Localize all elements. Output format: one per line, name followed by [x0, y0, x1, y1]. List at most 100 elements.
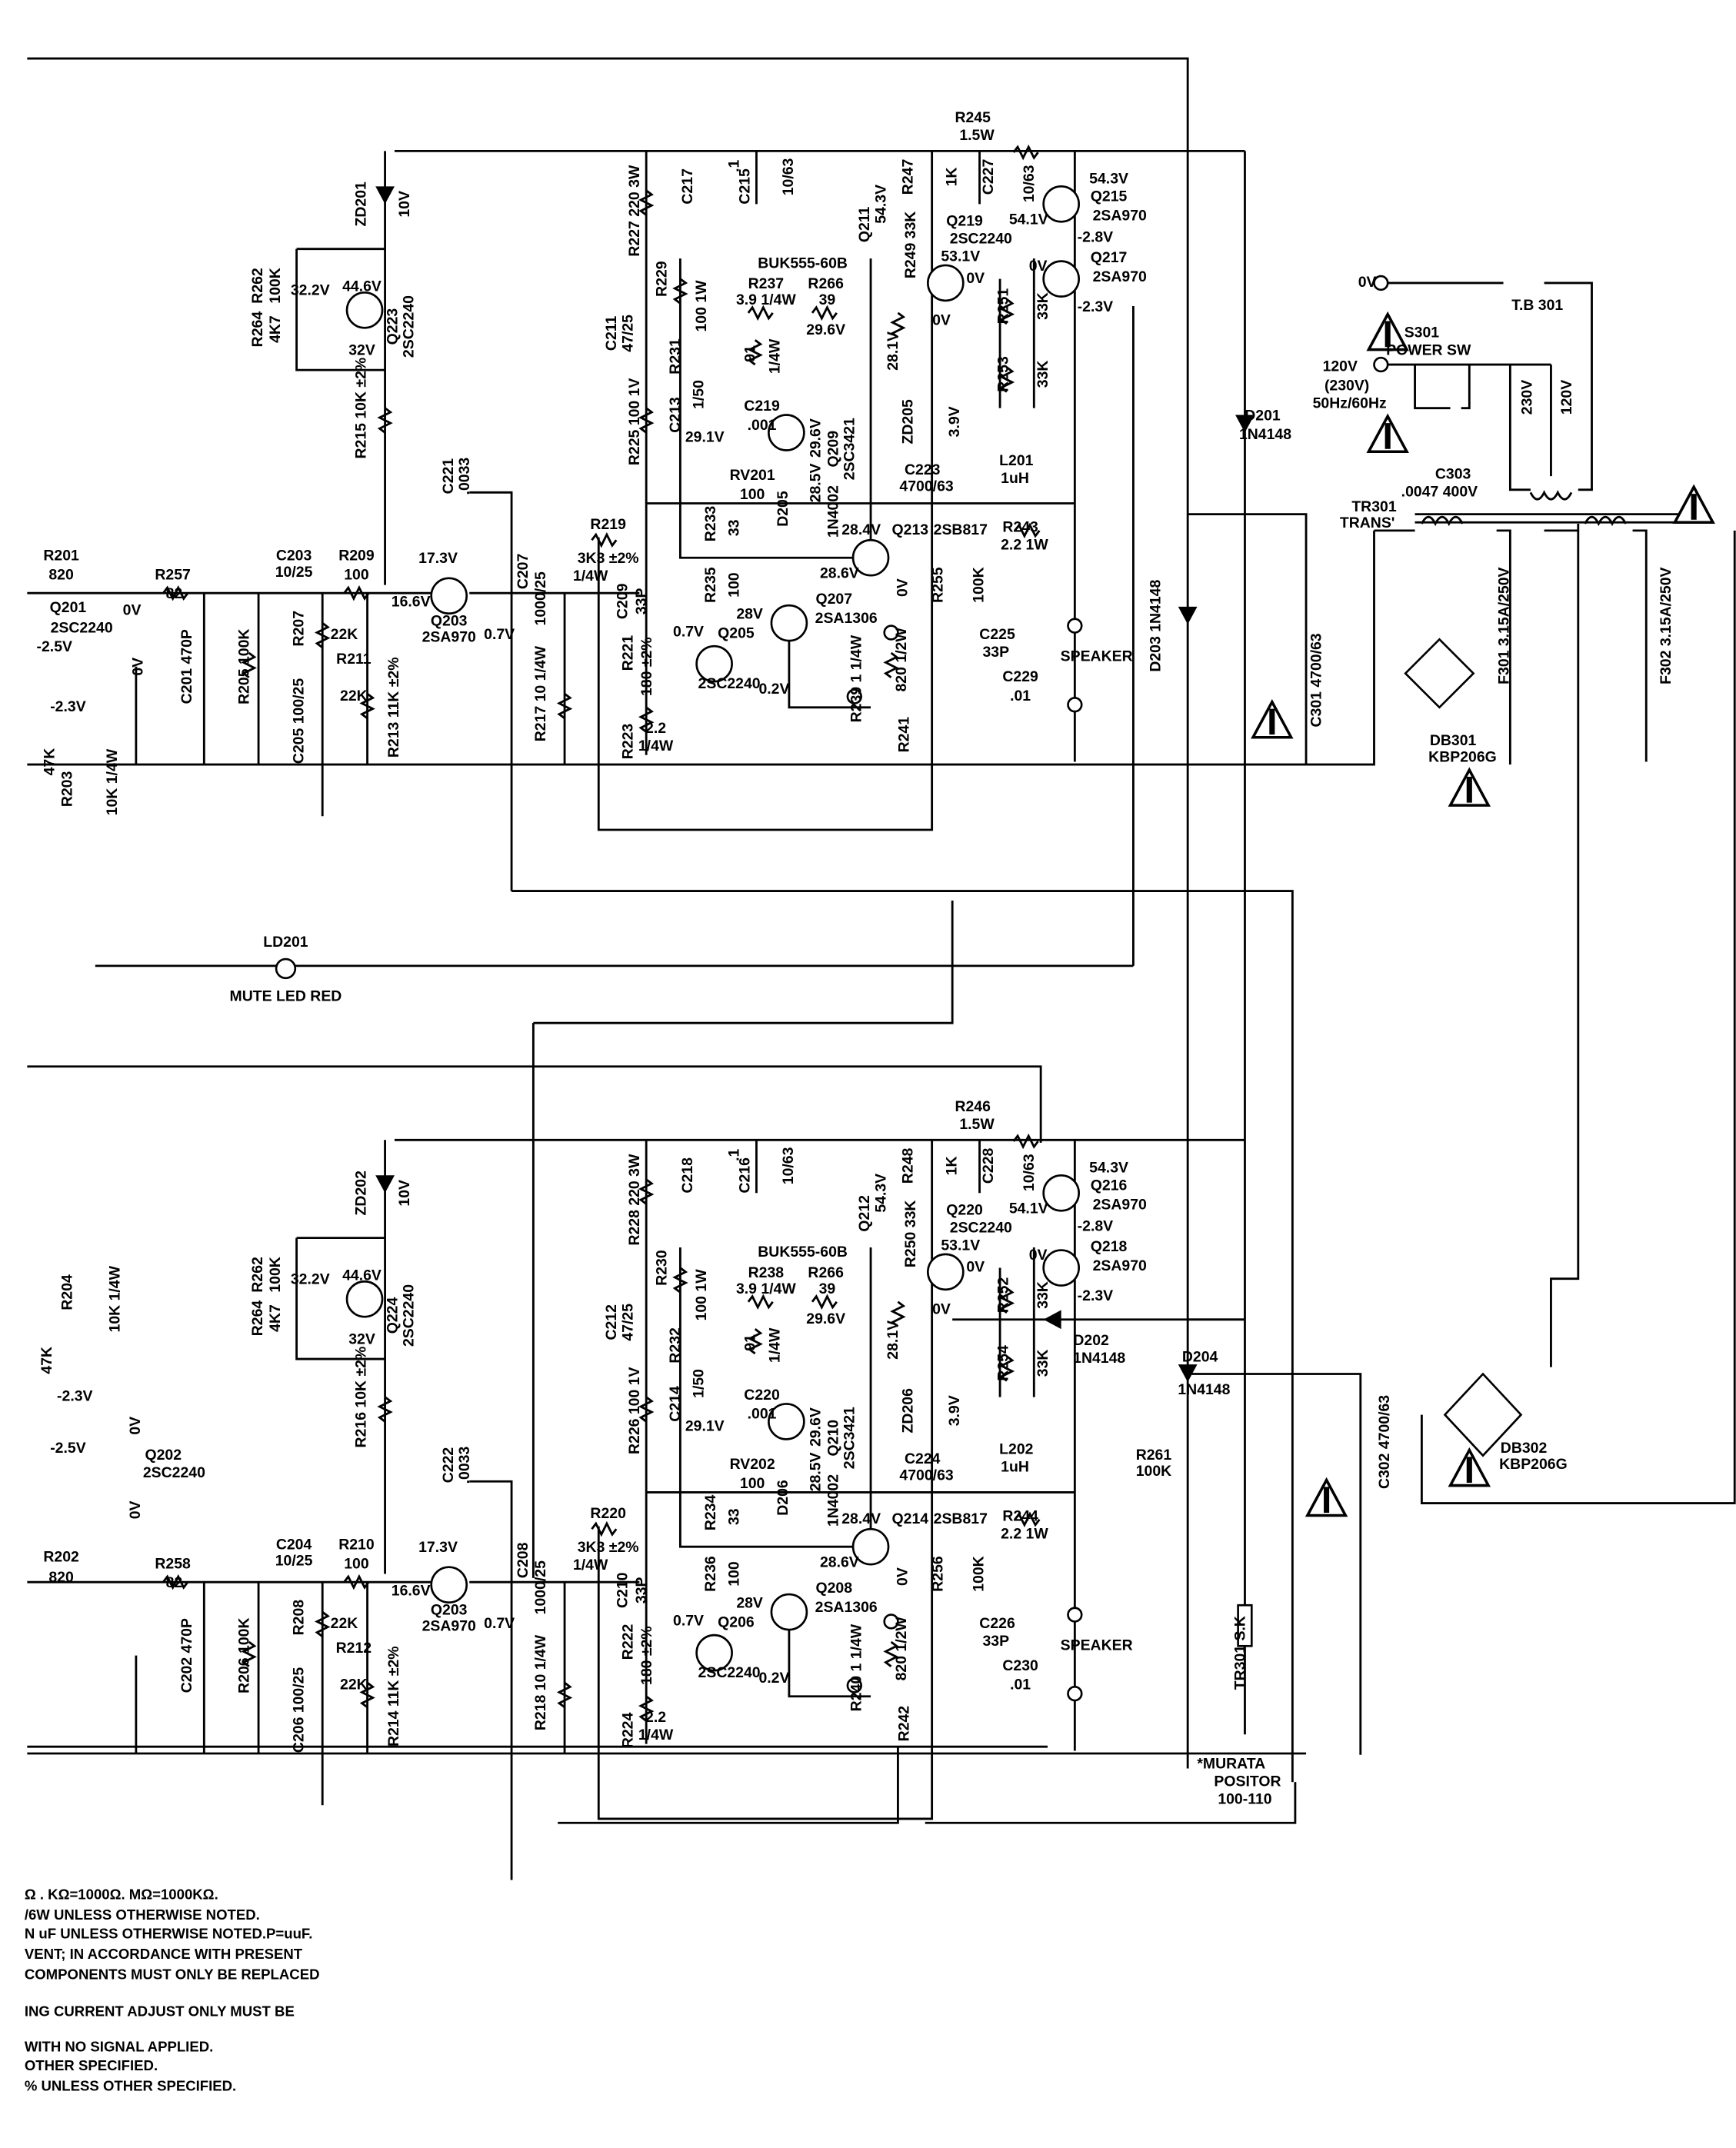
wire	[295, 1237, 385, 1360]
component-label: R202	[43, 1548, 79, 1565]
component-label: 4700/63	[899, 478, 953, 495]
transistor-symbol	[345, 1280, 384, 1318]
zener-diode-icon	[375, 1175, 395, 1194]
component-label: 28.4V	[841, 521, 881, 538]
component-label: 33	[725, 1508, 742, 1525]
component-label: C209	[614, 583, 631, 619]
component-label: R201	[43, 548, 79, 564]
component-label: 0.7V	[673, 1613, 704, 1630]
component-label: 1/4W	[638, 738, 674, 754]
component-label: S301	[1404, 325, 1440, 341]
component-label: Q212	[856, 1195, 873, 1232]
component-label: C230	[1002, 1657, 1038, 1674]
component-label: 28V	[736, 606, 763, 623]
component-label: 22K	[340, 1677, 368, 1693]
transistor-symbol	[695, 644, 733, 683]
component-label: 29.6V	[806, 1310, 845, 1327]
wire	[678, 1247, 871, 1548]
component-label: R223	[619, 724, 636, 760]
resistor-symbol	[377, 1396, 393, 1423]
component-label: -2.5V	[50, 1440, 85, 1457]
resistor-symbol	[638, 1695, 655, 1722]
note-line: ING CURRENT ADJUST ONLY MUST BE	[25, 2003, 295, 2019]
component-label: 33P	[633, 588, 650, 615]
component-label: R212	[336, 1640, 372, 1657]
component-label: C212	[603, 1304, 620, 1340]
component-label: 820	[48, 566, 74, 583]
component-label: Q208	[815, 1580, 852, 1597]
component-label: 53.1V	[941, 1237, 980, 1254]
component-label: Q203	[431, 613, 468, 630]
component-label: 820	[48, 1569, 74, 1586]
resistor-symbol	[672, 278, 688, 305]
component-label: 100	[740, 1475, 765, 1492]
resistor-symbol	[890, 311, 906, 338]
transistor-symbol	[768, 414, 805, 451]
component-label: R206 100K	[236, 1617, 253, 1693]
component-label: 1/4W	[573, 568, 608, 584]
component-label: 100	[740, 486, 765, 503]
resistor-symbol	[377, 407, 393, 434]
component-label: R225 100 1V	[626, 378, 643, 466]
transistor-symbol	[345, 291, 384, 329]
component-label: -2.3V	[50, 698, 85, 715]
component-label: R232	[667, 1327, 684, 1364]
component-label: 4K7	[267, 315, 284, 343]
component-label: 1uH	[1001, 470, 1029, 487]
component-label: 29.6V	[807, 1407, 824, 1447]
component-label: C219	[744, 398, 780, 415]
component-label: LD201	[263, 934, 308, 951]
component-label: 29.1V	[685, 429, 725, 446]
component-label: 47K	[42, 748, 58, 776]
component-label: C302 4700/63	[1376, 1395, 1393, 1489]
terminal	[1067, 1607, 1083, 1623]
component-label: 0.7V	[673, 624, 704, 641]
channel-top-wiring	[27, 144, 1307, 891]
resistor-symbol	[1014, 1511, 1041, 1528]
component-label: R211	[336, 651, 372, 668]
component-label: C303	[1435, 465, 1471, 482]
resistor-symbol	[638, 706, 655, 733]
note-line: N uF UNLESS OTHERWISE NOTED.P=uuF.	[25, 1926, 313, 1942]
component-label: C218	[679, 1157, 696, 1194]
component-label: R244	[1002, 1507, 1038, 1524]
resistor-symbol	[359, 692, 375, 720]
component-label: 3.9 1/4W	[736, 291, 796, 308]
component-label: SPEAKER	[1061, 1637, 1133, 1653]
component-label: ZD202	[353, 1171, 370, 1216]
component-label: 1/50	[690, 380, 707, 409]
component-label: 17.3V	[418, 550, 458, 567]
component-label: Q223	[384, 308, 401, 345]
component-label: R258	[155, 1555, 191, 1572]
component-label: 2SC2240	[698, 1664, 761, 1681]
resistor-symbol	[1014, 522, 1041, 539]
resistor-symbol	[162, 1574, 189, 1590]
resistor-symbol	[747, 1328, 763, 1355]
component-label: C220	[744, 1387, 780, 1404]
component-label: R249 33K	[902, 211, 919, 279]
component-label: C211	[603, 316, 620, 351]
resistor-symbol	[314, 622, 331, 649]
component-label: 100 1W	[693, 280, 710, 332]
component-label: 32.2V	[291, 282, 330, 299]
component-label: 39	[819, 1280, 836, 1297]
component-label: 0V	[130, 658, 147, 676]
resistor-symbol	[890, 1300, 906, 1327]
component-label: 2SC2240	[950, 230, 1012, 247]
component-label: R233	[702, 506, 719, 542]
component-label: C210	[614, 1572, 631, 1608]
component-label: .1	[725, 1148, 742, 1161]
terminal	[883, 1613, 899, 1630]
component-label: R255	[930, 567, 947, 603]
transistor-symbol	[770, 604, 808, 642]
component-label: 2SC3421	[841, 1407, 858, 1469]
transistor-symbol	[927, 264, 965, 302]
component-label: R245	[955, 109, 991, 126]
component-label: 4700/63	[899, 1467, 953, 1484]
component-label: 100	[725, 1561, 742, 1587]
transistor-symbol	[1042, 185, 1080, 223]
diode-d202	[1043, 1310, 1061, 1330]
component-label: SPEAKER	[1061, 648, 1133, 665]
component-label: D203 1N4148	[1148, 580, 1165, 672]
component-label: 1N4002	[825, 485, 841, 538]
